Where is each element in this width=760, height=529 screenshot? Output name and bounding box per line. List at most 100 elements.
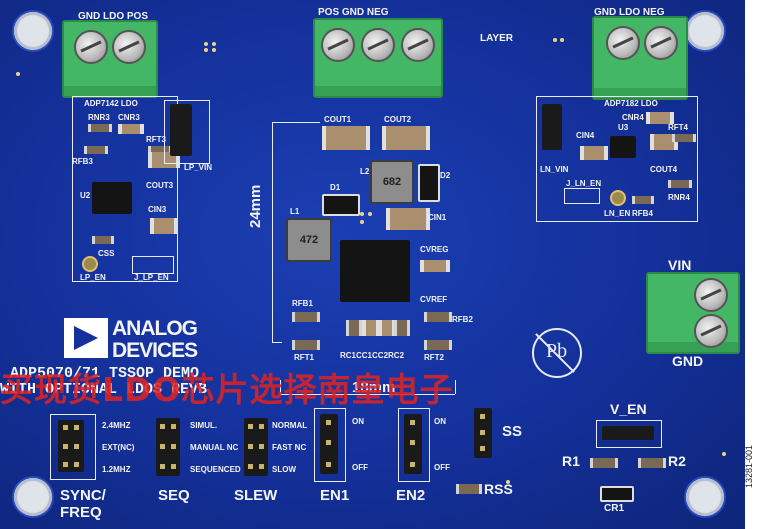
label-2-4mhz: 2.4MHZ xyxy=(102,421,131,430)
label-board-title-1: ADP5070/71 TSSOP DEMO xyxy=(10,365,200,382)
label-j-ln-en: J_LN_EN xyxy=(566,179,602,188)
label-rnr3: RNR3 xyxy=(88,113,110,122)
label-j-lp-en: J_LP_EN xyxy=(134,273,169,282)
resistor-rfb1 xyxy=(292,312,320,322)
resistor-rft1 xyxy=(292,340,320,350)
via-dot xyxy=(560,38,564,42)
label-ln-en: LN_EN xyxy=(604,209,631,218)
jumper-seq[interactable] xyxy=(156,418,180,476)
label-gnd-ldo-pos: GND LDO POS xyxy=(78,11,149,22)
terminal-block-ldo-pos xyxy=(62,20,158,98)
inductor-l2: 682 xyxy=(370,160,414,204)
diode-d2 xyxy=(418,164,440,202)
label-cvreg: CVREG xyxy=(420,245,449,254)
label-cout3: COUT3 xyxy=(146,181,174,190)
resistor-rnr3 xyxy=(88,124,112,132)
ldo-left-outline xyxy=(72,96,178,282)
label-en2: EN2 xyxy=(396,487,426,504)
resistor-r2 xyxy=(638,458,666,468)
label-cin1: CIN1 xyxy=(428,213,447,222)
label-sync: SYNC/ xyxy=(60,487,106,504)
mounting-hole-top-left xyxy=(14,12,52,50)
label-cout1: COUT1 xyxy=(324,115,352,124)
resistor-rft4 xyxy=(672,134,696,142)
label-on-2: ON xyxy=(434,417,446,426)
jumper-en1[interactable] xyxy=(320,414,338,474)
label-sequenced: SEQUENCED xyxy=(190,465,241,474)
label-normal: NORMAL xyxy=(272,421,308,430)
via-dot xyxy=(722,452,726,456)
label-cnr3: CNR3 xyxy=(118,113,140,122)
label-v-en: V_EN xyxy=(610,401,647,417)
via-dot xyxy=(360,220,364,224)
label-fast-nc: FAST NC xyxy=(272,443,307,452)
label-adp7142: ADP7142 LDO xyxy=(84,99,138,108)
label-css: CSS xyxy=(98,249,115,258)
via-dot xyxy=(553,38,557,42)
terminal-block-ldo-neg xyxy=(592,16,688,100)
label-rc-row: RC1CC1CC2RC2 xyxy=(340,351,405,360)
dimension-line-horizontal xyxy=(280,394,455,395)
label-adp7182: ADP7182 LDO xyxy=(604,99,658,108)
via-dot xyxy=(212,48,216,52)
jumper-lp-vin[interactable] xyxy=(170,104,192,156)
screw-icon xyxy=(74,30,108,64)
label-l2: L2 xyxy=(360,167,370,176)
jumper-v-en[interactable] xyxy=(602,426,654,440)
terminal-block-vin xyxy=(646,272,740,354)
label-gnd: GND xyxy=(672,353,704,369)
screw-icon xyxy=(321,28,355,62)
label-u2: U2 xyxy=(80,191,91,200)
jumper-ss[interactable] xyxy=(474,408,492,458)
label-1-2mhz: 1.2MHZ xyxy=(102,465,131,474)
via-dot xyxy=(368,212,372,216)
screw-icon xyxy=(112,30,146,64)
dimension-tick-bottom xyxy=(272,342,282,343)
capacitor-cnr3 xyxy=(118,124,144,134)
jumper-sync-freq[interactable] xyxy=(58,420,84,472)
label-rfb1: RFB1 xyxy=(292,299,313,308)
label-d2: D2 xyxy=(440,171,451,180)
capacitor-cout1 xyxy=(322,126,370,150)
label-24mm: 24mm xyxy=(247,184,264,228)
label-cnr4: CNR4 xyxy=(622,113,644,122)
v-en-outline xyxy=(596,420,662,448)
resistor-rfb2 xyxy=(424,312,452,322)
resistor-r1 xyxy=(590,458,618,468)
label-ext-nc: EXT(NC) xyxy=(102,443,135,452)
ic-u2 xyxy=(92,182,132,214)
label-analog: ANALOG xyxy=(112,317,198,340)
resistor-rft2 xyxy=(424,340,452,350)
screw-icon xyxy=(694,278,728,312)
label-cin3: CIN3 xyxy=(148,205,167,214)
label-freq: FREQ xyxy=(60,504,102,521)
label-board-title-2: WITH OPTIONAL LDOS REVB xyxy=(0,381,208,398)
label-r2: R2 xyxy=(668,453,686,469)
ic-u3 xyxy=(610,136,636,158)
jumper-en2[interactable] xyxy=(404,414,422,474)
capacitor-cout4 xyxy=(650,134,678,150)
mounting-hole-top-right xyxy=(686,12,724,50)
via-dot xyxy=(204,48,208,52)
capacitor-css xyxy=(92,236,114,244)
label-off-1: OFF xyxy=(352,463,368,472)
label-d1: D1 xyxy=(330,183,341,192)
label-rss: RSS xyxy=(484,481,513,497)
label-lp-en: LP_EN xyxy=(80,273,106,282)
screw-icon xyxy=(644,26,678,60)
label-rft4: RFT4 xyxy=(668,123,688,132)
label-u3: U3 xyxy=(618,123,629,132)
label-lp-vin: LP_VIN xyxy=(184,163,213,172)
via-dot xyxy=(204,42,208,46)
watermark-overlay: 买现货LDO芯片选择南皇电子 xyxy=(0,370,454,409)
label-rfb2: RFB2 xyxy=(452,315,473,324)
screw-icon xyxy=(361,28,395,62)
resistor-rfb4 xyxy=(632,196,654,204)
sync-freq-outline xyxy=(50,414,96,480)
jumper-ln-vin[interactable] xyxy=(542,104,562,150)
lead-free-icon: Pb xyxy=(532,328,582,378)
label-rft3: RFT3 xyxy=(146,135,166,144)
screw-icon xyxy=(694,314,728,348)
jumper-slew[interactable] xyxy=(244,418,268,476)
